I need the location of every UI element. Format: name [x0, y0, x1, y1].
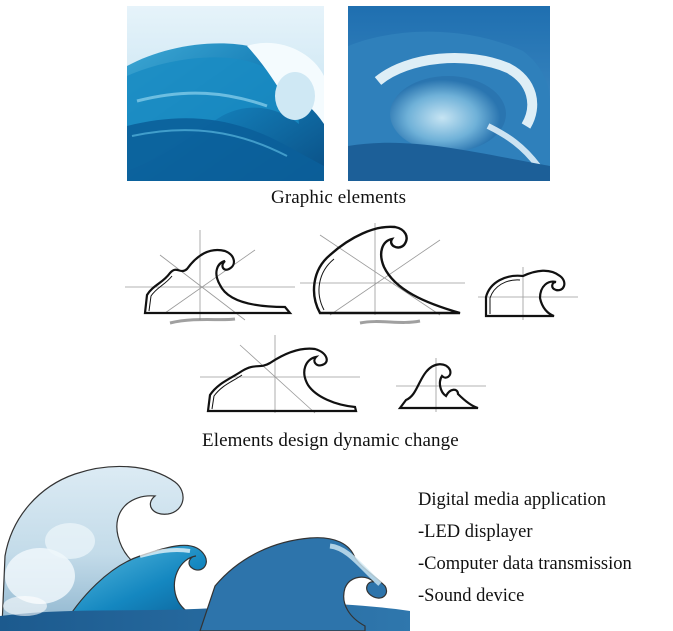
- wave-sketch-3: [478, 262, 578, 322]
- application-heading: Digital media application: [418, 490, 607, 510]
- graphic-elements-caption: Graphic elements: [271, 187, 407, 208]
- wave-collage: [0, 456, 410, 631]
- wave-sketch-1: [125, 225, 295, 335]
- application-list: Digital media application -LED displayer…: [418, 484, 632, 612]
- wave-photo-right: [348, 6, 550, 181]
- wave-photo-left: [127, 6, 324, 181]
- application-item-led: -LED displayer: [418, 522, 533, 542]
- application-item-data-transmission: -Computer data transmission: [418, 554, 632, 574]
- design-change-caption: Elements design dynamic change: [202, 430, 459, 451]
- wave-sketch-2: [300, 215, 465, 333]
- wave-sketch-5: [396, 358, 486, 413]
- application-item-sound: -Sound device: [418, 586, 525, 606]
- wave-sketch-4: [200, 335, 360, 415]
